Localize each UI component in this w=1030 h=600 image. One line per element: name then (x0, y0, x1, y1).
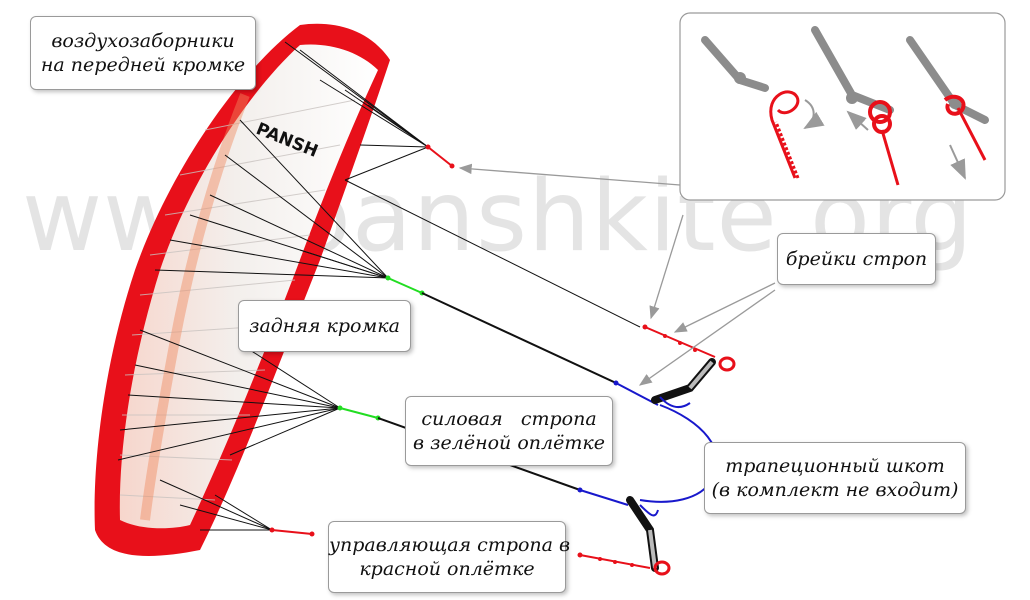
control-bar-handle-icon (626, 356, 736, 576)
callout-control-line: управляющая стропа в красной оплётке (328, 521, 571, 593)
callout-control-line-line2: красной оплётке (359, 558, 535, 580)
knot-step-2-icon (811, 26, 900, 186)
callout-trapeze-sheet-line2: (в комплект не входит) (711, 479, 959, 501)
knot-inset-panel (679, 12, 1006, 201)
pointer-arrows (458, 163, 776, 386)
knot-step-1-icon (701, 36, 825, 179)
bridle-lines (117, 41, 641, 531)
callout-intakes: воздухозаборники на передней кромке (30, 16, 256, 90)
callout-power-line: силовая стропа в зелёной оплётке (405, 396, 613, 466)
knot-step-3-icon (906, 36, 989, 180)
callout-bridle-breaks-line1: брейки строп (785, 248, 928, 270)
callout-trailing-edge-line1: задняя кромка (249, 315, 400, 337)
callout-trailing-edge: задняя кромка (238, 300, 411, 352)
callout-control-line-line1: управляющая стропа в (329, 534, 571, 556)
callout-trapeze-sheet-line1: трапеционный шкот (725, 455, 945, 477)
callout-bridle-breaks: брейки строп (777, 233, 936, 285)
callout-power-line-line2: в зелёной оплётке (413, 432, 605, 454)
callout-intakes-line2: на передней кромке (40, 54, 246, 76)
callout-power-line-line1: силовая стропа (421, 408, 597, 430)
callout-trapeze-sheet: трапеционный шкот (в комплект не входит) (704, 442, 966, 514)
callout-intakes-line1: воздухозаборники (51, 30, 235, 52)
kite-canopy-icon: PANSH (94, 23, 390, 556)
